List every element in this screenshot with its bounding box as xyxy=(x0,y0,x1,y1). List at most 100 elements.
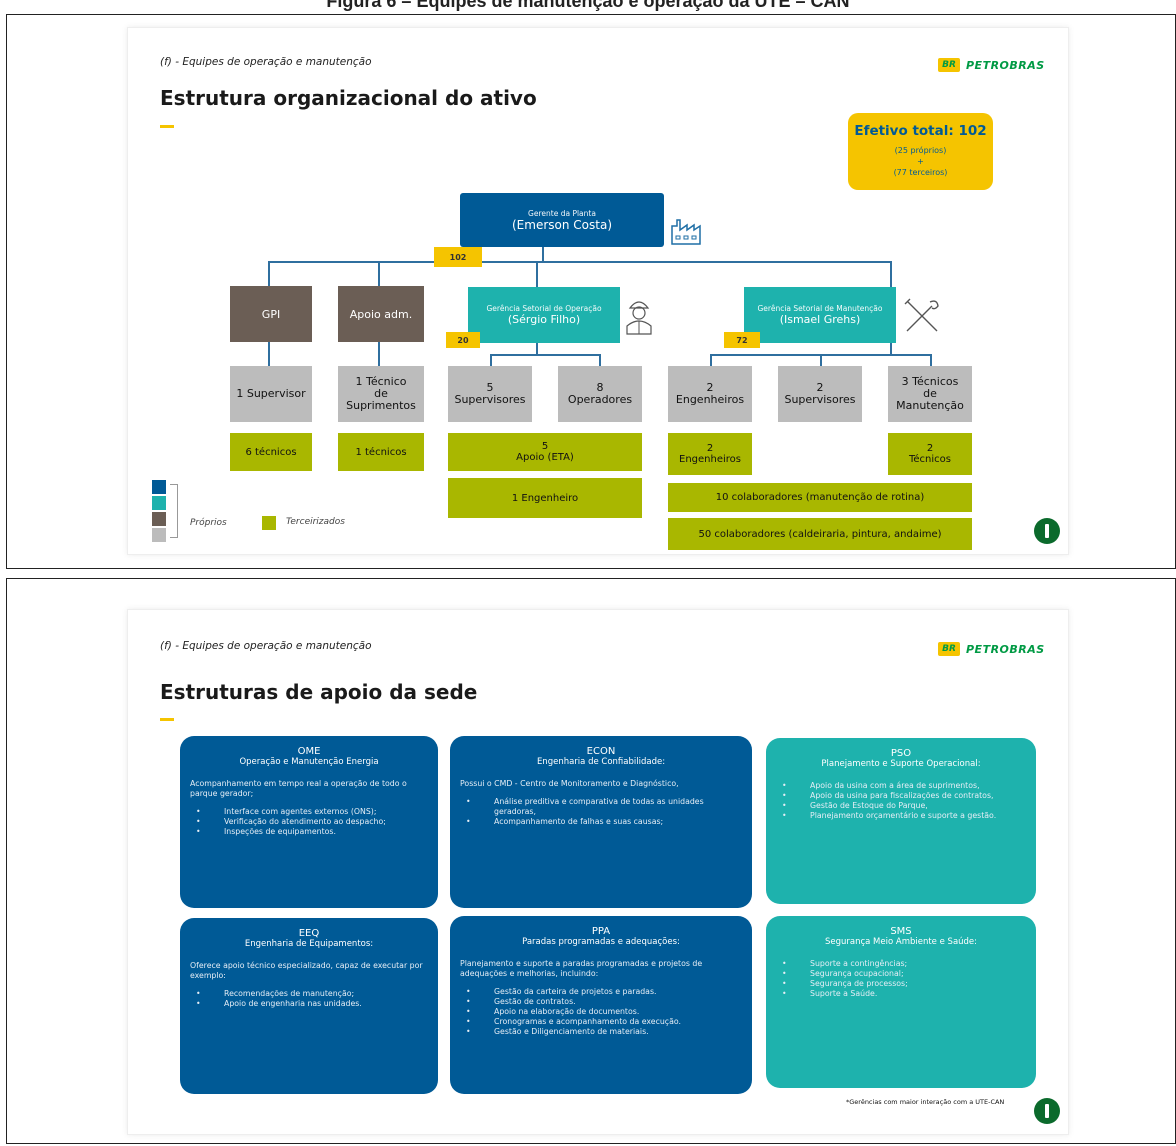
connector xyxy=(378,261,380,287)
card-name: Paradas programadas e adequações: xyxy=(522,937,680,947)
figure-caption-strip: Figura 6 – Equipes de manutenção e opera… xyxy=(0,0,1176,12)
card-bullet-item: Apoio da usina para fiscalizações de con… xyxy=(776,791,1026,801)
card-bullet-item: Gestão e Diligenciamento de materiais. xyxy=(460,1027,742,1037)
connector xyxy=(536,261,538,287)
card-bullet-item: Apoio na elaboração de documentos. xyxy=(460,1007,742,1017)
card-bullet-item: Gestão da carteira de projetos e paradas… xyxy=(460,987,742,997)
slide-support-structures: (f) - Equipes de operação e manutenção B… xyxy=(127,609,1069,1135)
slide-org-structure: (f) - Equipes de operação e manutenção B… xyxy=(127,27,1069,555)
card-bullet-item: Verificação do atendimento ao despacho; xyxy=(190,817,428,827)
br-badge-icon: BR xyxy=(938,642,960,656)
operators-box: 8 Operadores xyxy=(558,366,642,422)
operations-manager-role: Gerência Setorial de Operação xyxy=(486,304,602,313)
connector xyxy=(820,354,822,366)
outsourced-technicians-box: 2 Técnicos xyxy=(888,433,972,475)
admin-support-box: Apoio adm. xyxy=(338,286,424,342)
maintenance-manager-name: (Ismael Grehs) xyxy=(779,313,861,326)
connector xyxy=(378,342,380,366)
card-description: Acompanhamento em tempo real a operação … xyxy=(190,779,407,798)
slide-title: Estruturas de apoio da sede xyxy=(160,680,478,704)
worker-icon xyxy=(624,296,654,336)
tools-icon xyxy=(902,296,942,336)
eta-support-box: 5 Apoio (ETA) xyxy=(448,433,642,471)
card-bullet-item: Recomendações de manutenção; xyxy=(190,989,428,999)
efetivo-plus: + xyxy=(917,157,924,166)
card-bullet-list: Recomendações de manutenção;Apoio de eng… xyxy=(190,989,428,1009)
connector xyxy=(536,342,538,354)
card-bullet-item: Apoio da usina com a área de suprimentos… xyxy=(776,781,1026,791)
figure-panel-support-structures: (f) - Equipes de operação e manutenção B… xyxy=(6,578,1176,1144)
card-name: Planejamento e Suporte Operacional: xyxy=(821,759,981,769)
card-bullet-list: Gestão da carteira de projetos e paradas… xyxy=(460,987,742,1037)
footnote: *Gerências com maior interação com a UTE… xyxy=(846,1098,1005,1106)
legend-terceirizados: Terceirizados xyxy=(286,517,345,527)
card-name: Engenharia de Confiabilidade: xyxy=(536,757,666,767)
card-bullet-item: Planejamento orçamentário e suporte a ge… xyxy=(776,811,1026,821)
connector xyxy=(490,354,600,356)
card-bullet-list: Suporte a contingências;Segurança ocupac… xyxy=(776,959,1026,999)
card-bullet-item: Inspeções de equipamentos. xyxy=(190,827,428,837)
footer-logo-icon xyxy=(1034,518,1060,544)
card-bullet-item: Análise preditiva e comparativa de todas… xyxy=(460,797,742,817)
operations-engineer-box: 1 Engenheiro xyxy=(448,478,642,518)
title-underline xyxy=(160,125,174,128)
card-description: Planejamento e suporte a paradas program… xyxy=(460,959,703,978)
connector xyxy=(930,354,932,366)
card-code: PPA xyxy=(591,926,611,937)
operations-manager-name: (Sérgio Filho) xyxy=(507,313,581,326)
efetivo-total-heading: Efetivo total: 102 xyxy=(854,123,987,139)
card-description: Possui o CMD - Centro de Monitoramento e… xyxy=(460,779,679,788)
card-name: Operação e Manutenção Energia xyxy=(239,757,379,767)
slide-subtitle: (f) - Equipes de operação e manutenção xyxy=(160,56,372,68)
card-code: ECON xyxy=(586,746,616,757)
br-badge-icon: BR xyxy=(938,58,960,72)
plant-manager-box: Gerente da Planta (Emerson Costa) xyxy=(460,193,664,247)
card-code: EEQ xyxy=(298,928,320,939)
efetivo-proprios: (25 próprios) xyxy=(894,146,947,155)
connector xyxy=(490,354,492,366)
connector xyxy=(542,240,544,262)
legend-grey-swatch xyxy=(152,528,166,542)
plant-headcount-tag: 102 xyxy=(434,247,482,267)
boiler-painting-scaffold-box: 50 colaboradores (caldeiraria, pintura, … xyxy=(668,518,972,550)
slide-title: Estrutura organizacional do ativo xyxy=(160,86,537,110)
connector xyxy=(890,261,892,287)
card-bullet-item: Gestão de contratos. xyxy=(460,997,742,1007)
efetivo-terceiros: (77 terceiros) xyxy=(893,168,948,177)
card-bullet-item: Segurança ocupacional; xyxy=(776,969,1026,979)
slide-subtitle: (f) - Equipes de operação e manutenção xyxy=(160,640,372,652)
card-name: Engenharia de Equipamentos: xyxy=(244,939,374,949)
connector xyxy=(268,261,890,263)
card-bullet-item: Suporte a contingências; xyxy=(776,959,1026,969)
legend-teal-swatch xyxy=(152,496,166,510)
card-code: PSO xyxy=(890,748,912,759)
card-bullet-item: Segurança de processos; xyxy=(776,979,1026,989)
maintenance-engineers-box: 2 Engenheiros xyxy=(668,366,752,422)
figure-caption: Figura 6 – Equipes de manutenção e opera… xyxy=(326,0,850,11)
connector xyxy=(710,354,712,366)
connector xyxy=(890,342,892,354)
maintenance-manager-role: Gerência Setorial de Manutenção xyxy=(757,304,883,313)
card-bullet-item: Cronogramas e acompanhamento da execução… xyxy=(460,1017,742,1027)
plant-manager-name: (Emerson Costa) xyxy=(512,217,612,232)
card-code: OME xyxy=(297,746,321,757)
card-bullet-list: Análise preditiva e comparativa de todas… xyxy=(460,797,742,827)
admin-technicians-box: 1 técnicos xyxy=(338,433,424,471)
petrobras-logo: BR PETROBRAS xyxy=(938,58,1045,72)
card-name: Segurança Meio Ambiente e Saúde: xyxy=(824,937,978,947)
card-bullet-list: Apoio da usina com a área de suprimentos… xyxy=(776,781,1026,821)
connector xyxy=(599,354,601,366)
maintenance-headcount-tag: 72 xyxy=(724,332,760,348)
operations-manager-box: Gerência Setorial de Operação (Sérgio Fi… xyxy=(468,287,620,343)
footer-logo-icon xyxy=(1034,1098,1060,1124)
legend-blue-swatch xyxy=(152,480,166,494)
factory-icon xyxy=(670,216,702,246)
connector xyxy=(268,342,270,366)
plant-manager-role: Gerente da Planta xyxy=(528,208,596,218)
routine-maintenance-box: 10 colaboradores (manutenção de rotina) xyxy=(668,483,972,512)
